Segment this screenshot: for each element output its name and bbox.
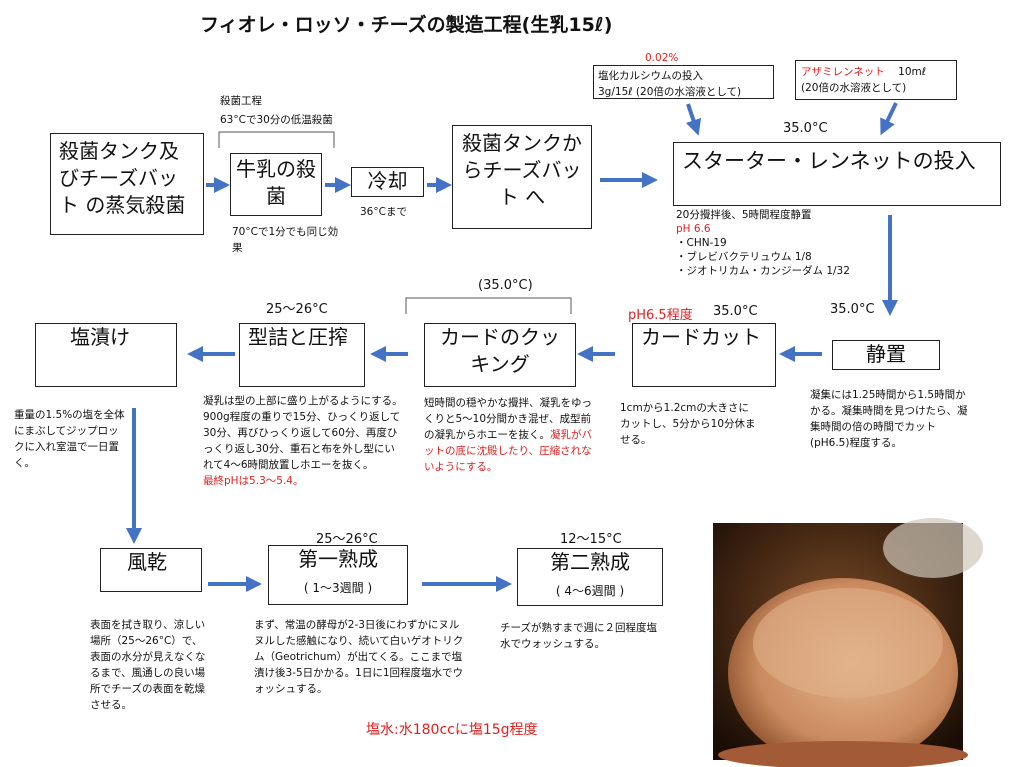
cut-temp: 35.0°C (713, 304, 758, 319)
mold-press-note: 凝乳は型の上部に盛り上がるようにする。900g程度の重りで15分、ひっくり返して… (203, 393, 403, 489)
cooling-note: 36°Cまで (360, 206, 407, 218)
pasteurize-note: 63°Cで30分の低温殺菌 (220, 114, 333, 126)
page-title: フィオレ・ロッソ・チーズの製造工程(生乳15ℓ) (200, 14, 613, 36)
rennet-name: アザミレンネット (801, 66, 885, 78)
pasteurize-bracket (218, 131, 335, 148)
calcium-line2: 3g/15ℓ (20倍の水溶液として) (598, 86, 742, 98)
milk-pasteurize-box: 牛乳の殺菌 (230, 153, 322, 216)
curd-cooking-text: 短時間の穏やかな攪拌、凝乳をゆっくりと5〜10分間かき混ぜ、成型前の凝乳からホエ… (424, 397, 592, 441)
milk-label: 牛乳の殺菌 (236, 157, 316, 208)
rest-temp: 35.0°C (830, 302, 875, 317)
milk-note: 70°Cで1分でも同じ効果 (232, 226, 339, 254)
starter-ph: pH 6.6 (676, 223, 711, 235)
cooling-label: 冷却 (367, 169, 408, 193)
press-temp: 25〜26°C (266, 302, 328, 317)
starter-note-4: ・ジオトリカム・カンジーダム 1/32 (676, 265, 850, 277)
salting-box: 塩漬け (35, 323, 177, 387)
rennet-line2: (20倍の水溶液として) (801, 82, 907, 94)
brine-note: 塩水:水180ccに塩15g程度 (366, 722, 538, 738)
salting-note: 重量の1.5%の塩を全体にまぶしてジップロックに入れ室温で一日置く。 (14, 409, 125, 469)
vat-sterilize-box: 殺菌タンク及びチーズバット の蒸気殺菌 (50, 133, 204, 235)
curd-cooking-warning: 凝乳がバットの底に沈殿したり、圧縮されないようにする。 (424, 429, 592, 473)
calcium-line1: 塩化カルシウムの投入 (598, 70, 703, 82)
rest-note: 凝集には1.25時間から1.5時間かかる。凝集時間を見つけたら、凝集時間の倍の時… (810, 389, 968, 449)
rest-box: 静置 (832, 340, 940, 370)
second-ripening-weeks: ( 4〜6週間 ) (555, 584, 625, 598)
mold-press-label: 型詰と圧搾 (248, 325, 348, 349)
starter-box: スターター・レンネットの投入 (673, 142, 1001, 206)
curd-cooking-box: カードのクッキング (424, 323, 576, 387)
rennet-box: アザミレンネット 10mℓ (20倍の水溶液として) (795, 60, 957, 100)
curd-cooking-note: 短時間の穏やかな攪拌、凝乳をゆっくりと5〜10分間かき混ぜ、成型前の凝乳からホエ… (424, 395, 592, 475)
first-ripening-weeks: ( 1〜3週間 ) (303, 581, 373, 595)
starter-note-3: ・ブレビバクテリュウム 1/8 (676, 251, 812, 263)
second-ripening-label: 第二熟成 (550, 550, 630, 574)
transfer-box: 殺菌タンクからチーズバット へ (452, 125, 592, 229)
mold-press-ph: 最終pHは5.3〜5.4。 (203, 475, 304, 487)
mold-press-box: 型詰と圧搾 (239, 323, 365, 387)
cheese-photo (713, 518, 983, 767)
starter-temp: 35.0°C (783, 121, 828, 136)
second-ripening-box: 第二熟成 ( 4〜6週間 ) (517, 548, 663, 606)
rennet-amount: 10mℓ (898, 66, 927, 78)
transfer-label: 殺菌タンクからチーズバット へ (462, 131, 582, 209)
first-ripening-label: 第一熟成 (298, 547, 378, 571)
air-dry-box: 風乾 (100, 548, 202, 592)
curd-cooking-label: カードのクッキング (440, 325, 560, 376)
calcium-percent: 0.02% (645, 52, 679, 64)
air-dry-note: 表面を拭き取り、涼しい場所（25〜26°C）で、表面の水分が見えなくなるまで、風… (90, 619, 206, 711)
starter-note-1: 20分攪拌後、5時間程度静置 (676, 209, 812, 221)
curd-cut-note: 1cmから1.2cmの大きさにカットし、5分から10分休ませる。 (620, 402, 756, 446)
first-ripening-note: まず、常温の酵母が2-3日後にわずかにヌルヌルした感触になり、続いて白いゲオトリ… (254, 619, 464, 695)
vat-label: 殺菌タンク及びチーズバット の蒸気殺菌 (59, 139, 186, 217)
cook-bracket (405, 297, 572, 314)
starter-label: スターター・レンネットの投入 (682, 149, 976, 173)
rest-label: 静置 (866, 342, 906, 366)
ripen1-temp: 25〜26°C (316, 532, 378, 547)
cook-temp: (35.0°C) (478, 278, 533, 293)
mold-press-text: 凝乳は型の上部に盛り上がるようにする。900g程度の重りで15分、ひっくり返して… (203, 395, 403, 471)
air-dry-label: 風乾 (127, 550, 167, 574)
salting-label: 塩漬け (70, 325, 130, 349)
cut-ph: pH6.5程度 (628, 308, 693, 323)
first-ripening-box: 第一熟成 ( 1〜3週間 ) (268, 545, 408, 605)
starter-note-2: ・CHN-19 (676, 237, 727, 249)
pasteurize-header: 殺菌工程 (220, 95, 262, 107)
cooling-box: 冷却 (351, 167, 424, 197)
curd-cut-box: カードカット (632, 323, 776, 387)
ripen2-temp: 12〜15°C (560, 532, 622, 547)
second-ripening-note: チーズが熟すまで週に２回程度塩水でウォッシュする。 (500, 622, 657, 650)
starter-notes: 20分攪拌後、5時間程度静置 pH 6.6 ・CHN-19 ・ブレビバクテリュウ… (676, 208, 850, 278)
calcium-box: 塩化カルシウムの投入 3g/15ℓ (20倍の水溶液として) (593, 65, 774, 99)
curd-cut-label: カードカット (641, 325, 761, 349)
